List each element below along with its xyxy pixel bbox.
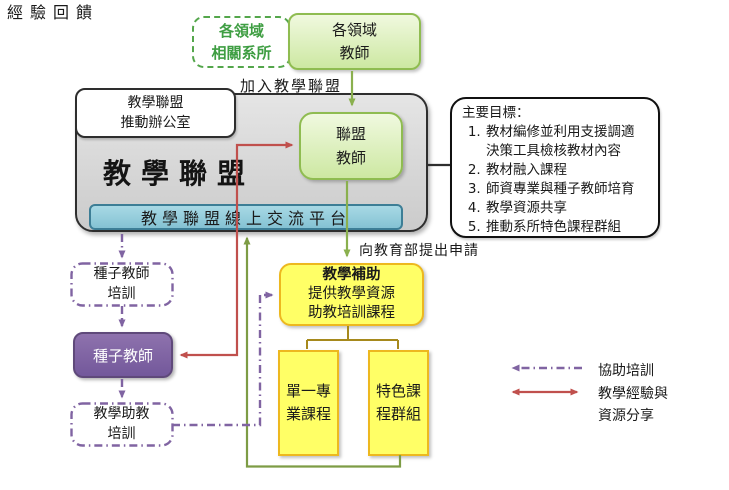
related-departments-box: 各領域 相關系所 — [192, 16, 291, 68]
alliance-teachers-box: 聯盟 教師 — [299, 112, 403, 180]
promotion-office-label: 教學聯盟 推動辦公室 — [120, 95, 191, 131]
teaching-subsidy-box: 教學補助 提供教學資源 助教培訓課程 — [279, 263, 424, 326]
related-departments-label: 各領域 相關系所 — [211, 22, 272, 62]
online-platform-bar: 教學聯盟線上交流平台 — [89, 204, 403, 230]
single-course-box: 單一專 業課程 — [278, 350, 339, 456]
legend-assist-label: 協助培訓 — [598, 363, 654, 379]
teaching-subsidy-title: 教學補助 — [322, 267, 381, 283]
featured-course-label: 特色課 程群組 — [375, 382, 421, 423]
seed-teachers-box: 種子教師 — [73, 332, 173, 378]
seed-teacher-training-box: 種子教師 培訓 — [71, 263, 172, 305]
featured-course-box: 特色課 程群組 — [368, 350, 429, 456]
main-goals-list: 教材編修並利用支援調適 決策工具檢核教材內容 教材融入課程 師資專業與種子教師培… — [462, 123, 650, 237]
teaching-subsidy-body: 提供教學資源 助教培訓課程 — [308, 286, 395, 321]
assist-arrow-tatraining-to-subsidy — [172, 291, 274, 427]
alliance-teachers-label: 聯盟 教師 — [335, 125, 366, 167]
goal-item: 推動系所特色課程群組 — [485, 218, 650, 237]
join-alliance-label: 加入教學聯盟 — [240, 77, 343, 95]
goal-item: 教學資源共享 — [485, 199, 650, 218]
single-course-label: 單一專 業課程 — [285, 382, 331, 423]
main-goals-box: 主要目標： 教材編修並利用支援調適 決策工具檢核教材內容 教材融入課程 師資專業… — [450, 97, 660, 238]
alliance-title: 教學聯盟 — [102, 157, 255, 190]
ta-training-label: 教學助教 培訓 — [93, 406, 150, 442]
subsidy-tree-connector — [306, 326, 399, 349]
field-teachers-label: 各領域 教師 — [331, 20, 377, 62]
goal-item: 師資專業與種子教師培育 — [485, 180, 650, 199]
experience-feedback-label: 經驗回饋 — [0, 0, 99, 22]
ta-training-box: 教學助教 培訓 — [71, 403, 172, 445]
main-goals-title: 主要目標： — [462, 105, 530, 121]
legend-share-label: 教學經驗與 資源分享 — [598, 386, 668, 424]
online-platform-label: 教學聯盟線上交流平台 — [140, 209, 351, 228]
apply-ministry-label: 向教育部提出申請 — [359, 243, 479, 259]
seed-teacher-training-label: 種子教師 培訓 — [93, 266, 150, 302]
field-teachers-box: 各領域 教師 — [288, 13, 421, 70]
goal-item: 教材編修並利用支援調適 決策工具檢核教材內容 — [485, 123, 650, 161]
goal-item: 教材融入課程 — [485, 161, 650, 180]
promotion-office-box: 教學聯盟 推動辦公室 — [75, 88, 236, 138]
seed-teachers-label: 種子教師 — [92, 346, 153, 365]
